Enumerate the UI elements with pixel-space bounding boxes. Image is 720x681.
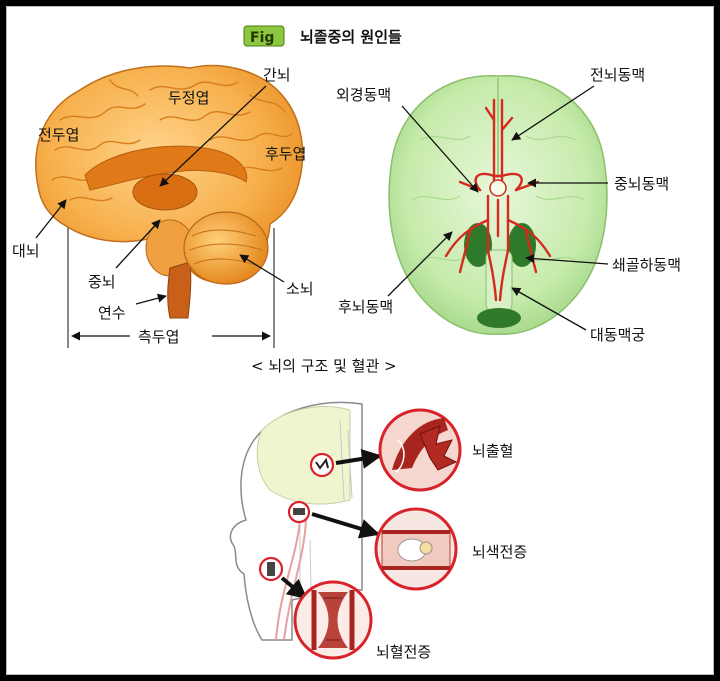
arrow-midbrain	[115, 219, 161, 269]
arrow-to-thrombosis	[280, 576, 308, 600]
thrombosis-site-detail	[267, 562, 275, 576]
label-interbrain: 간뇌	[263, 66, 291, 84]
embolism-detail	[374, 507, 458, 591]
cerebellum-shape	[183, 211, 269, 285]
arterial-circle	[444, 98, 552, 302]
label-midbrain: 중뇌	[88, 273, 116, 291]
arrow-to-hemorrhage	[335, 448, 382, 469]
label-aortic-arch: 대동맥궁	[590, 326, 645, 344]
arrow-anterior	[511, 85, 595, 141]
arrow-cerebrum	[35, 199, 67, 239]
arrow-cerebellum	[239, 254, 285, 283]
label-parietal: 두정엽	[168, 89, 209, 107]
label-cerebrum: 대뇌	[12, 242, 40, 260]
optic-chiasm	[489, 179, 507, 197]
arrow-medulla	[135, 293, 167, 305]
label-occipital: 후두엽	[265, 145, 306, 163]
figure-title: 뇌졸중의 원인들	[300, 28, 402, 46]
thrombus	[318, 592, 348, 648]
thrombosis-detail	[293, 580, 373, 660]
label-cerebellum: 소뇌	[286, 280, 314, 298]
hemorrhage-detail	[378, 408, 462, 492]
label-frontal: 전두엽	[38, 126, 79, 144]
arrow-aortic-arch	[511, 287, 587, 331]
figure-header: Fig 뇌졸중의 원인들	[243, 25, 402, 47]
label-thrombosis: 뇌혈전증	[376, 643, 431, 661]
arrow-posterior	[387, 231, 453, 297]
label-carotid: 외경동맥	[336, 86, 391, 104]
hemorrhage-blood	[419, 425, 458, 471]
brain-gyri	[51, 79, 293, 202]
arrow-to-embolism	[311, 512, 380, 539]
embolism-site-detail	[293, 508, 305, 515]
fig-badge-label: Fig	[250, 30, 274, 46]
brain-base-view: 외경동맥 전뇌동맥 중뇌동맥 쇄골하동맥 후뇌동맥 대동맥궁	[336, 66, 681, 344]
label-embolism: 뇌색전증	[472, 543, 527, 561]
label-posterior: 후뇌동맥	[338, 298, 393, 316]
hemorrhage-site-detail	[315, 457, 329, 470]
thrombosis-vessel-walls	[311, 590, 355, 650]
corpus-callosum	[84, 145, 248, 191]
left-temporal-pole	[464, 223, 492, 267]
figure-inner-border	[6, 6, 714, 675]
medulla-shape	[167, 261, 192, 319]
cerebellum-folia	[189, 229, 263, 267]
fig-badge	[243, 25, 285, 47]
structure-caption: < 뇌의 구조 및 혈관 >	[251, 357, 397, 375]
arrow-subclavian	[525, 254, 609, 265]
label-subclavian: 쇄골하동맥	[612, 256, 681, 274]
label-middle: 중뇌동맥	[614, 175, 669, 193]
label-hemorrhage: 뇌출혈	[472, 442, 513, 460]
arrow-carotid	[401, 105, 479, 193]
label-medulla: 연수	[98, 304, 126, 322]
label-anterior: 전뇌동맥	[590, 66, 645, 84]
label-temporal: 측두엽	[138, 328, 179, 346]
base-cerebellum-dark	[477, 308, 521, 328]
head-brain-region	[256, 406, 351, 505]
head-vessels	[275, 519, 307, 641]
arrow-interbrain	[159, 85, 267, 187]
head-diagram: 뇌출혈 뇌색전증 뇌혈전증	[229, 401, 527, 661]
interbrain-shape	[132, 173, 198, 211]
brain-side-view: 간뇌 두정엽 전두엽 후두엽 대뇌 중뇌 연수 소뇌 측두엽	[12, 64, 314, 348]
